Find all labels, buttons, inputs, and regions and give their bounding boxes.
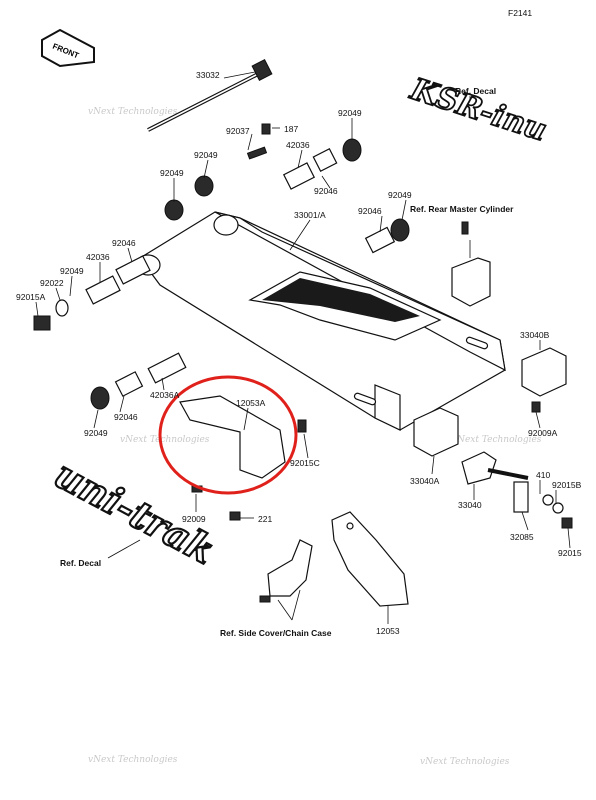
label-92046-low: 92046 [114, 412, 138, 422]
label-92049-c: 92049 [388, 190, 412, 200]
label-ref-rear-master-cylinder: Ref. Rear Master Cylinder [410, 204, 514, 214]
label-92046-left: 92046 [112, 238, 136, 248]
label-ref-side-cover: Ref. Side Cover/Chain Case [220, 628, 332, 638]
label-92049-left: 92049 [60, 266, 84, 276]
decal-upper: KSR-inu [406, 72, 551, 149]
label-32085: 32085 [510, 532, 534, 542]
swingarm-body [135, 211, 506, 431]
label-92009: 92009 [182, 514, 206, 524]
side-cover-bracket [259, 539, 313, 603]
watermark-mid-right: vNext Technologies [452, 435, 542, 445]
label-42036-top: 42036 [286, 140, 310, 150]
watermark-mid-left: vNext Technologies [120, 435, 210, 445]
label-92022: 92022 [40, 278, 64, 288]
label-12053: 12053 [376, 626, 400, 636]
label-ref-decal-top: Ref. Decal [455, 86, 496, 96]
front-arrow-icon: FRONT [41, 28, 95, 68]
label-33040b: 33040B [520, 330, 550, 340]
label-92046-a: 92046 [314, 186, 338, 196]
leader-lines [35, 71, 571, 624]
left-pivot-parts [33, 175, 214, 410]
label-92046-b: 92046 [358, 206, 382, 216]
highlight-circle [158, 375, 298, 495]
label-92049-b: 92049 [160, 168, 184, 178]
label-92037: 92037 [226, 126, 250, 136]
label-410: 410 [536, 470, 550, 480]
label-33001a: 33001/A [294, 210, 326, 220]
label-221: 221 [258, 514, 272, 524]
chain-guide-12053a [158, 375, 307, 521]
label-33040: 33040 [458, 500, 482, 510]
label-92049-a: 92049 [194, 150, 218, 160]
pivot-shaft [147, 59, 273, 132]
label-92015: 92015 [558, 548, 582, 558]
chain-adjuster-parts [413, 347, 573, 529]
rear-master-cylinder-bracket [451, 221, 491, 307]
watermark-bottom-left: vNext Technologies [88, 755, 178, 765]
watermark-bottom-right: vNext Technologies [420, 757, 510, 767]
label-92049-top-right: 92049 [338, 108, 362, 118]
label-92015a: 92015A [16, 292, 46, 302]
label-92049-low: 92049 [84, 428, 108, 438]
figure-code: F2141 [508, 8, 532, 18]
label-42036a: 42036A [150, 390, 180, 400]
label-92009a: 92009A [528, 428, 558, 438]
label-ref-decal-bottom: Ref. Decal [60, 558, 101, 568]
watermark-top: vNext Technologies [88, 107, 178, 117]
label-42036-left: 42036 [86, 252, 110, 262]
label-33032: 33032 [196, 70, 220, 80]
label-92015b: 92015B [552, 480, 582, 490]
upper-pivot-parts [246, 123, 410, 254]
label-187: 187 [284, 124, 298, 134]
label-92015c: 92015C [290, 458, 320, 468]
label-12053a: 12053A [236, 398, 266, 408]
chain-case-12053 [331, 511, 409, 607]
label-33040a: 33040A [410, 476, 440, 486]
